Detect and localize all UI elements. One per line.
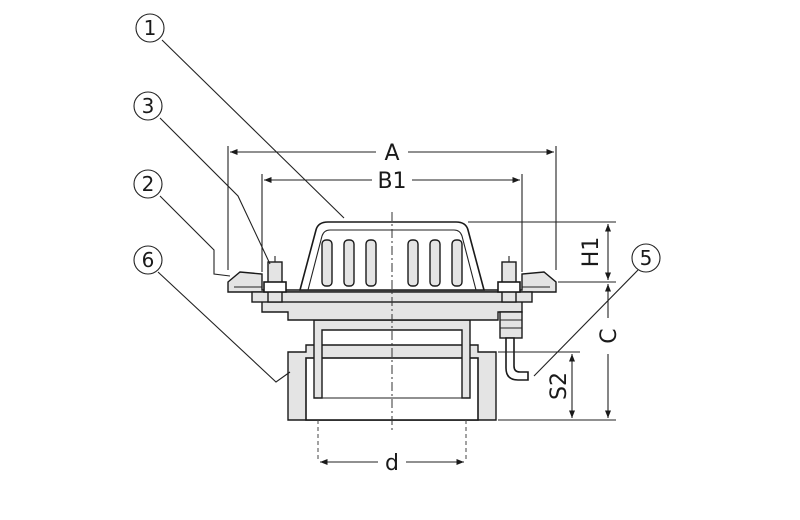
heating-cable-connector bbox=[499, 311, 529, 381]
dim-label-s2: S2 bbox=[547, 372, 572, 400]
leader-5 bbox=[533, 269, 639, 377]
leader-2 bbox=[159, 195, 231, 277]
callout-5: 5 bbox=[631, 243, 661, 273]
leader-3 bbox=[159, 117, 271, 265]
callout-1-label: 1 bbox=[144, 16, 157, 40]
callout-1: 1 bbox=[135, 13, 165, 43]
dim-label-d: d bbox=[385, 451, 399, 476]
callout-2: 2 bbox=[133, 169, 163, 199]
dim-label-a: A bbox=[384, 141, 399, 166]
callout-6-label: 6 bbox=[142, 248, 155, 272]
drain-assembly bbox=[227, 212, 557, 462]
callout-2-label: 2 bbox=[142, 172, 155, 196]
leader-1 bbox=[161, 39, 345, 219]
bolt-right bbox=[497, 256, 521, 303]
callout-3-label: 3 bbox=[142, 94, 155, 118]
dim-label-b1: B1 bbox=[377, 169, 406, 194]
dim-label-c: C bbox=[597, 328, 622, 343]
callout-5-label: 5 bbox=[640, 246, 653, 270]
callout-6: 6 bbox=[133, 245, 163, 275]
bolt-left bbox=[263, 256, 287, 303]
dimension-labels: A B1 H1 C S2 d bbox=[377, 141, 622, 476]
leader-6 bbox=[157, 271, 291, 383]
dim-label-h1: H1 bbox=[579, 237, 604, 268]
grate-slots bbox=[321, 239, 463, 287]
callout-leaders bbox=[157, 39, 639, 383]
callout-3: 3 bbox=[133, 91, 163, 121]
dimension-lines bbox=[227, 146, 616, 466]
inner-spigot bbox=[313, 319, 471, 399]
